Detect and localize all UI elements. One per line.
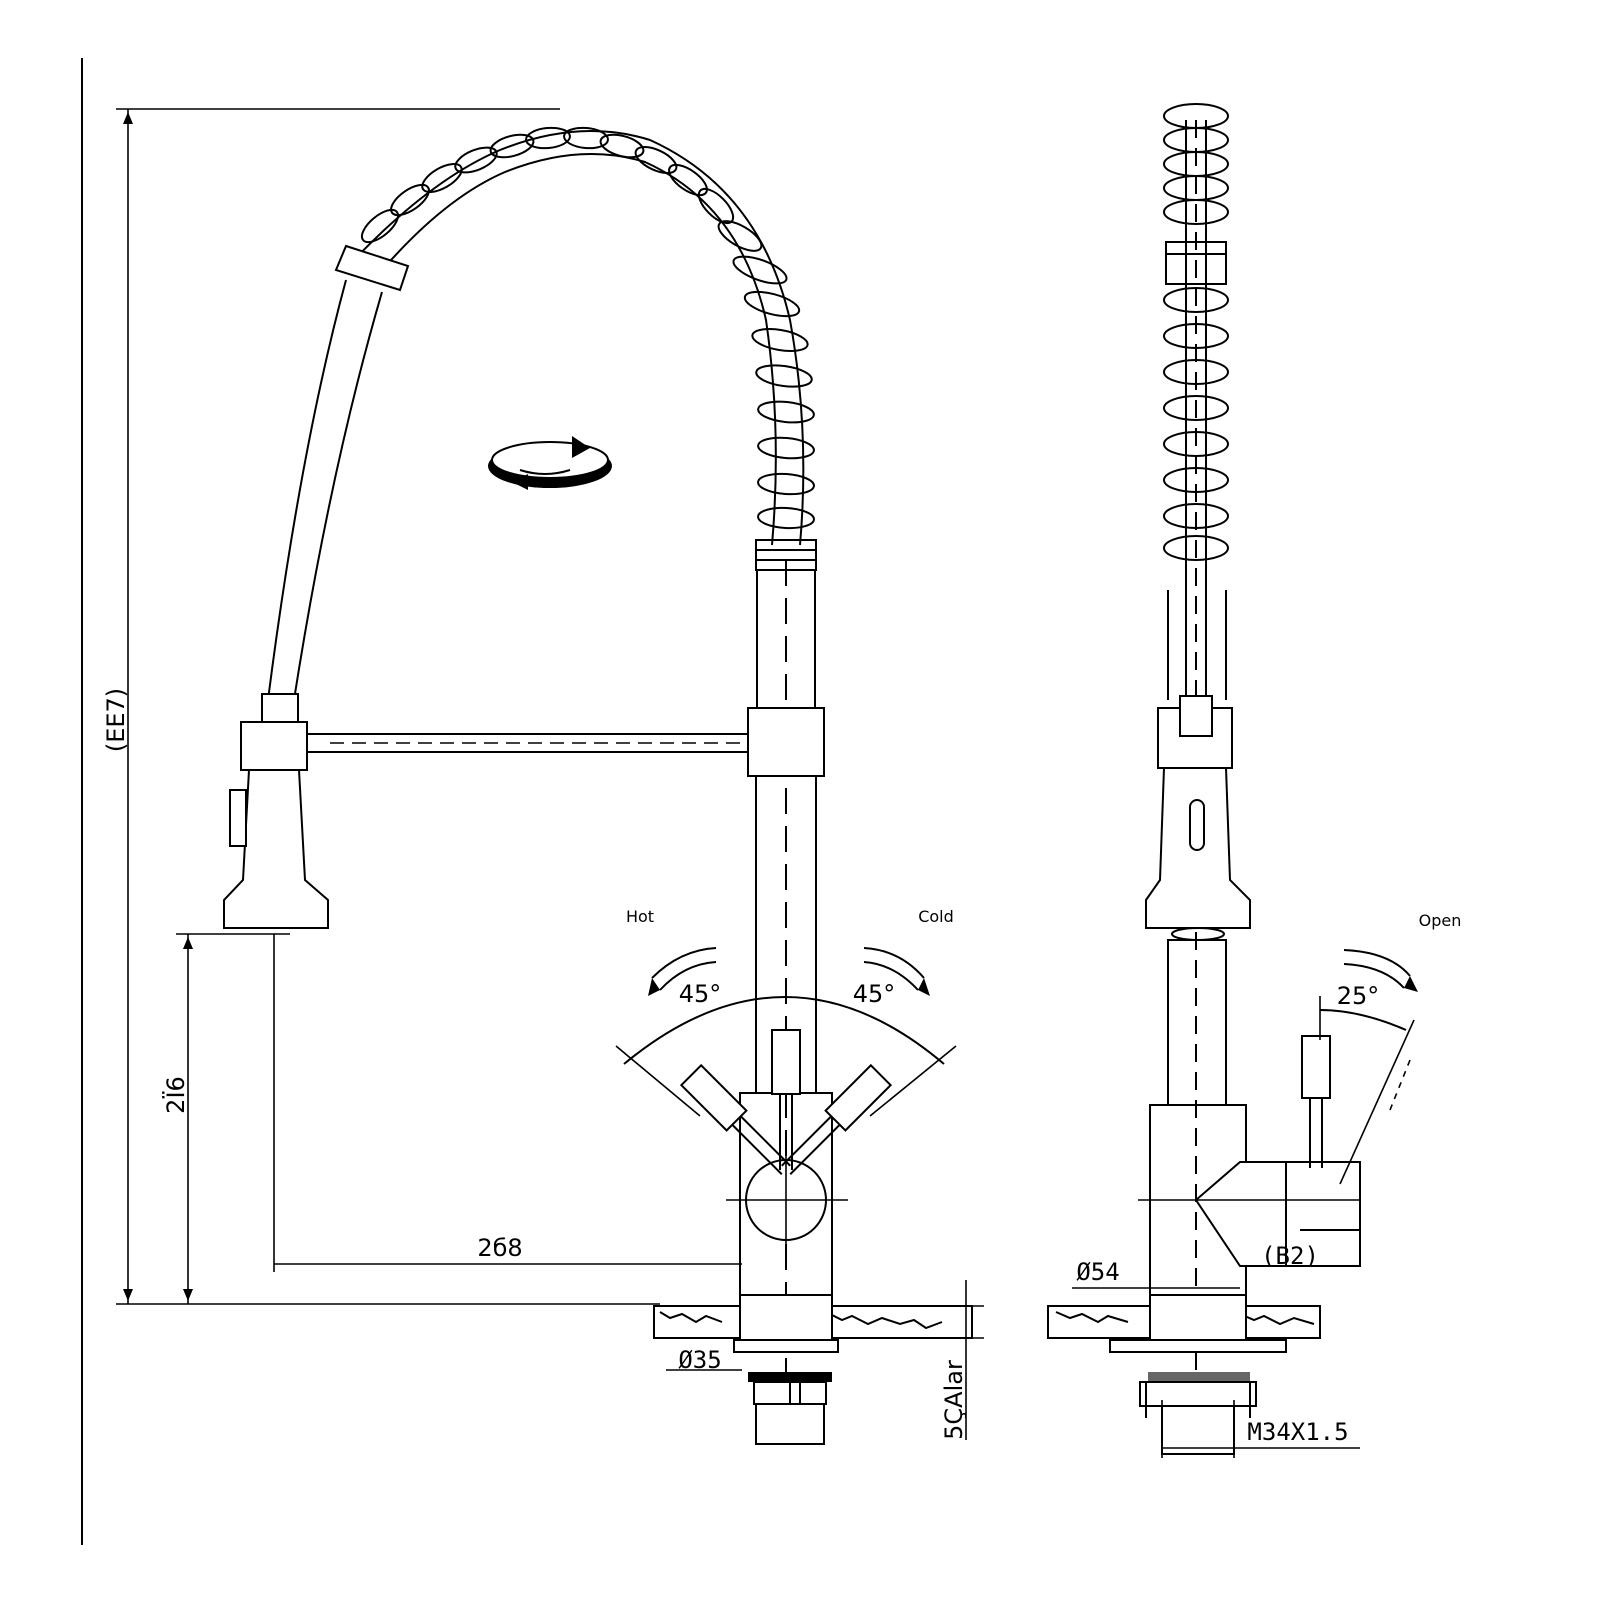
rotate-360-icon — [488, 436, 612, 490]
main-column — [755, 560, 817, 1420]
spray-head — [223, 693, 329, 929]
rotation-angle-indicator: 45° 45° Hot Cold — [615, 907, 957, 1117]
front-view: (EE7) 2Ϊ6 2б8 — [102, 108, 984, 1445]
thickness-label: 5ÇAlar — [940, 1360, 968, 1440]
dim-reach: 2б8 — [273, 934, 742, 1272]
spring-coil — [351, 126, 817, 571]
mixer-body — [726, 1092, 848, 1296]
dim-spout-height-label: 2Ϊ6 — [161, 1076, 190, 1114]
side-column: (B2) — [1138, 939, 1361, 1296]
side-view: (B2) 25° Open Ø54 — [1047, 103, 1462, 1458]
dim-reach-label: 2б8 — [477, 1234, 522, 1262]
dim-overall-height: (EE7) — [102, 108, 660, 1305]
side-spray-head — [1145, 695, 1251, 941]
dim-spout-height: 2Ϊ6 — [161, 933, 290, 1304]
spray-hose — [267, 244, 410, 701]
angle-left-label: 45° — [679, 980, 722, 1008]
hot-label: Hot — [626, 907, 654, 926]
side-open-angle: 25° Open — [1319, 911, 1462, 1185]
cold-label: Cold — [918, 907, 954, 926]
countertop-side: Ø54 M34X1.5 — [1047, 1258, 1360, 1458]
spray-holder-bar — [308, 707, 825, 777]
lever-handles — [679, 1029, 893, 1175]
open-label: Open — [1419, 911, 1462, 930]
offset-label: (B2) — [1261, 1242, 1319, 1270]
open-angle-label: 25° — [1337, 982, 1380, 1010]
countertop-front: Ø35 5ÇAlar — [653, 1280, 984, 1445]
dim-height-label: (EE7) — [102, 688, 130, 752]
thread-label: M34X1.5 — [1247, 1418, 1348, 1446]
angle-right-label: 45° — [853, 980, 896, 1008]
body-diameter-label: Ø54 — [1076, 1258, 1119, 1286]
